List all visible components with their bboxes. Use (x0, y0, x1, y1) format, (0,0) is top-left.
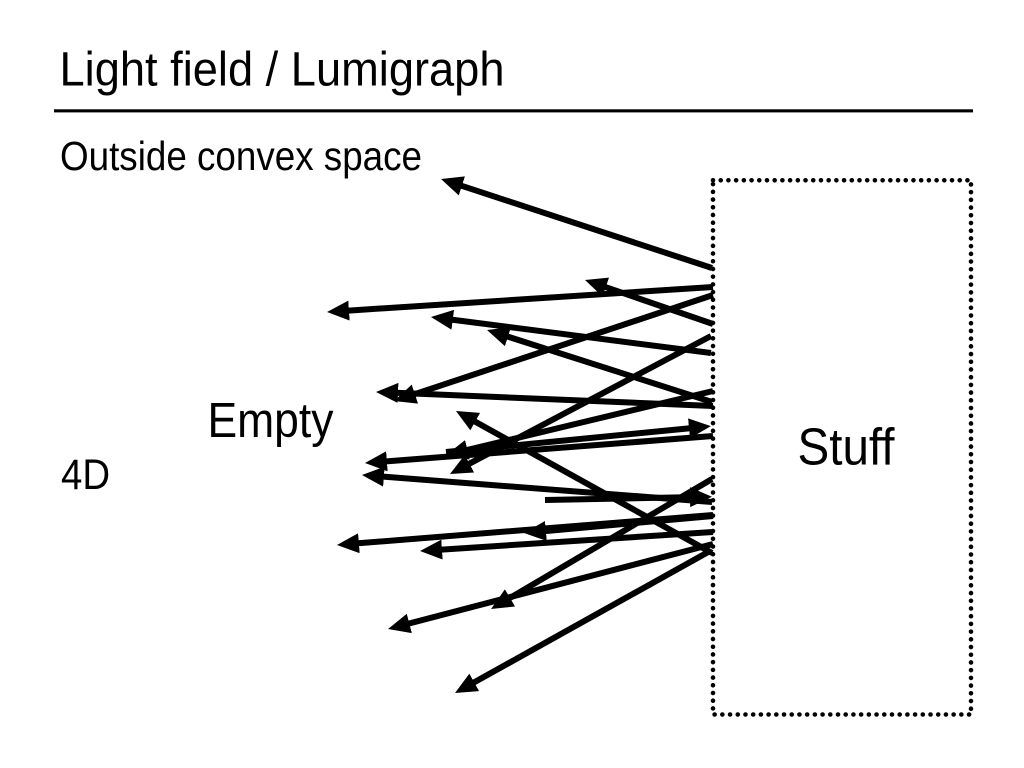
svg-text:Outside convex space: Outside convex space (60, 133, 422, 179)
svg-text:Stuff: Stuff (798, 419, 895, 477)
svg-text:Light field / Lumigraph: Light field / Lumigraph (60, 42, 505, 96)
svg-text:4D: 4D (61, 451, 110, 499)
svg-text:Empty: Empty (208, 394, 334, 448)
